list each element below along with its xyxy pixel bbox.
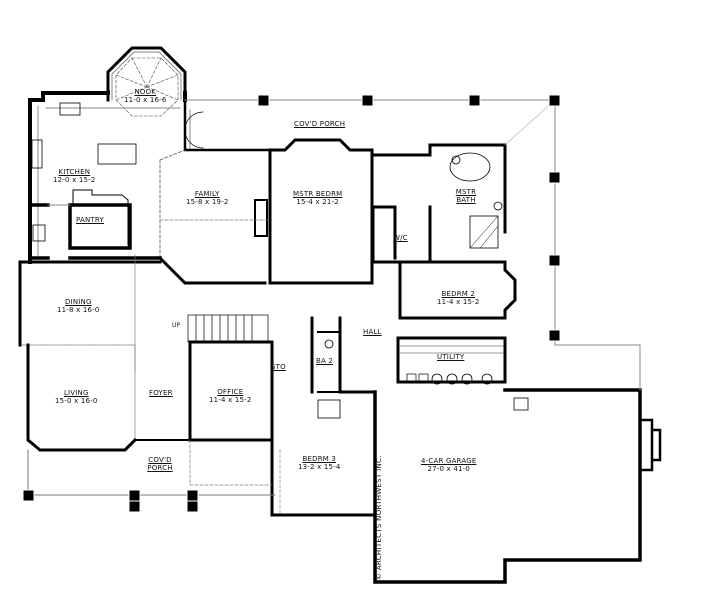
room-name: NOOK (134, 88, 157, 96)
room-name: MSTR BEDRM (293, 190, 343, 198)
post (257, 94, 270, 107)
room-name: PANTRY (76, 216, 104, 224)
room-dims: 15-4 x 21-2 (296, 198, 339, 206)
room-label-family: FAMILY 15-8 x 19-2 (186, 190, 229, 206)
room-label-hall: HALL (363, 328, 382, 336)
room-name: LIVING (63, 389, 89, 397)
room-label-garage: 4-CAR GARAGE 27-0 x 41-0 (421, 457, 476, 473)
room-name: HALL (363, 328, 382, 336)
room-name: BEDRM 3 (302, 455, 337, 463)
room-label-covd-porch-front: COV'D PORCH (146, 456, 174, 472)
room-label-ba-2: BA 2 (316, 357, 333, 365)
room-label-bedrm-2: BEDRM 2 11-4 x 15-2 (437, 290, 480, 306)
room-name: COV'D PORCH (147, 456, 173, 472)
room-name: STO (271, 363, 286, 371)
room-name: KITCHEN (58, 168, 91, 176)
room-name: DINING (64, 298, 92, 306)
room-name: BEDRM 2 (441, 290, 476, 298)
room-label-covd-porch-rear: COV'D PORCH (294, 120, 345, 128)
stair-up-label: UP (172, 322, 181, 329)
room-name: COV'D PORCH (294, 120, 346, 128)
room-name: OFFICE (217, 388, 244, 396)
room-label-dining: DINING 11-8 x 16-0 (57, 298, 100, 314)
room-label-sto: STO (271, 363, 286, 371)
room-name: FAMILY (194, 190, 220, 198)
room-name: BA 2 (316, 357, 334, 365)
room-label-living: LIVING 15-0 x 16-0 (55, 389, 98, 405)
room-label-mstr-bath: MSTR BATH (455, 188, 477, 204)
room-dims: 11-4 x 15-2 (209, 396, 252, 404)
room-dims: 13-2 x 15-4 (298, 463, 341, 471)
room-dims: 15-0 x 16-0 (55, 397, 98, 405)
room-dims: 11-8 x 16-0 (57, 306, 100, 314)
room-name: 4-CAR GARAGE (421, 457, 477, 465)
room-label-office: OFFICE 11-4 x 15-2 (209, 388, 252, 404)
room-label-kitchen: KITCHEN 12-0 x 15-2 (53, 168, 96, 184)
room-name: MSTR BATH (455, 188, 477, 204)
room-dims: 15-8 x 19-2 (186, 198, 229, 206)
room-dims: 11-4 x 15-2 (437, 298, 480, 306)
room-name: W/C (393, 234, 408, 242)
room-dims: 27-0 x 41-0 (427, 465, 471, 473)
room-dims: 12-0 x 15-2 (53, 176, 96, 184)
room-label-bedrm-3: BEDRM 3 13-2 x 15-4 (298, 455, 341, 471)
room-label-utility: UTILITY (437, 353, 464, 361)
room-label-mstr-bedrm: MSTR BEDRM 15-4 x 21-2 (293, 190, 342, 206)
room-name: FOYER (149, 389, 173, 397)
room-label-pantry: PANTRY (76, 216, 104, 224)
room-name: UTILITY (437, 353, 465, 361)
room-label-foyer: FOYER (149, 389, 173, 397)
room-dims: 11-0 x 16-6 (124, 96, 167, 104)
nook-bay (106, 46, 187, 117)
room-label-wic: W/C (393, 234, 408, 242)
room-label-nook: NOOK 11-0 x 16-6 (124, 88, 167, 104)
architect-credit: © ARCHITECTS NORTHWEST INC. (375, 455, 383, 580)
